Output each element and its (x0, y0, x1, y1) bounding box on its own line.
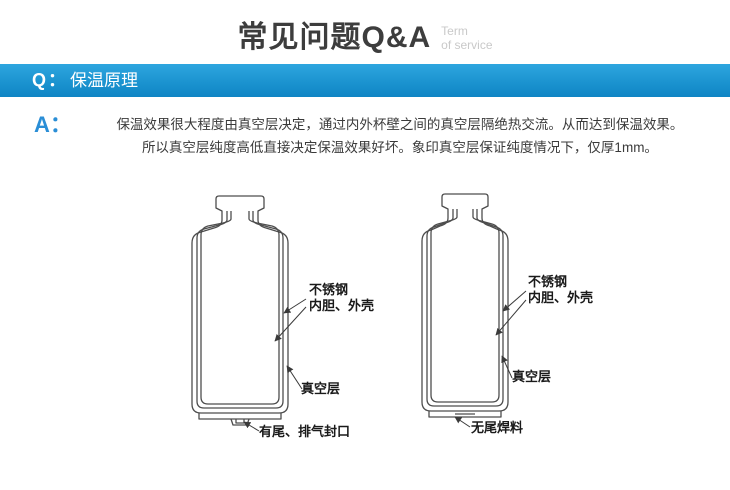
leader-lines (243, 290, 527, 432)
left-flask-wall-label-line-1: 不锈钢 (309, 282, 349, 297)
left-flask-drawing (191, 195, 289, 426)
answer-prefix: A： (34, 112, 72, 137)
right-flask-wall-label-line-2: 内胆、外壳 (528, 290, 594, 305)
page-title: 常见问题Q&A (237, 21, 432, 54)
answer-text: 保温效果很大程度由真空层决定，通过内外杯壁之间的真空层隔绝热交流。从而达到保温效… (72, 113, 730, 159)
answer-section: A： 保温效果很大程度由真空层决定，通过内外杯壁之间的真空层隔绝热交流。从而达到… (0, 97, 730, 159)
right-flask-drawing (421, 193, 509, 418)
question-text: 保温原理 (70, 71, 139, 90)
right-flask-bottom-label: 无尾焊料 (471, 420, 524, 435)
left-flask-bottom-label: 有尾、排气封口 (259, 424, 351, 439)
right-flask-wall-label-line-1: 不锈钢 (528, 274, 568, 289)
left-flask-vacuum-label: 真空层 (301, 381, 341, 396)
flask-diagram-svg (191, 193, 527, 432)
subtitle-line-1: Term (441, 24, 468, 38)
question-bar: Q：保温原理 (0, 64, 730, 97)
left-flask-wall-label: 不锈钢 内胆、外壳 (309, 282, 374, 314)
answer-line-2: 所以真空层纯度高低直接决定保温效果好坏。象印真空层保证纯度情况下，仅厚1mm。 (141, 140, 658, 155)
left-flask-wall-label-line-2: 内胆、外壳 (309, 298, 375, 313)
diagram-area: 不锈钢 内胆、外壳 真空层 有尾、排气封口 不锈钢 内胆、外壳 真空层 无尾焊料 (0, 163, 730, 463)
question-prefix: Q： (32, 70, 69, 90)
subtitle-line-2: of service (441, 38, 493, 52)
right-flask-vacuum-label: 真空层 (512, 369, 552, 384)
right-flask-wall-label: 不锈钢 内胆、外壳 (528, 274, 593, 306)
page-header: 常见问题Q&A Term of service (0, 0, 730, 56)
answer-line-1: 保温效果很大程度由真空层决定，通过内外杯壁之间的真空层隔绝热交流。从而达到保温效… (116, 117, 684, 132)
header-subtitle: Term of service (441, 24, 492, 52)
